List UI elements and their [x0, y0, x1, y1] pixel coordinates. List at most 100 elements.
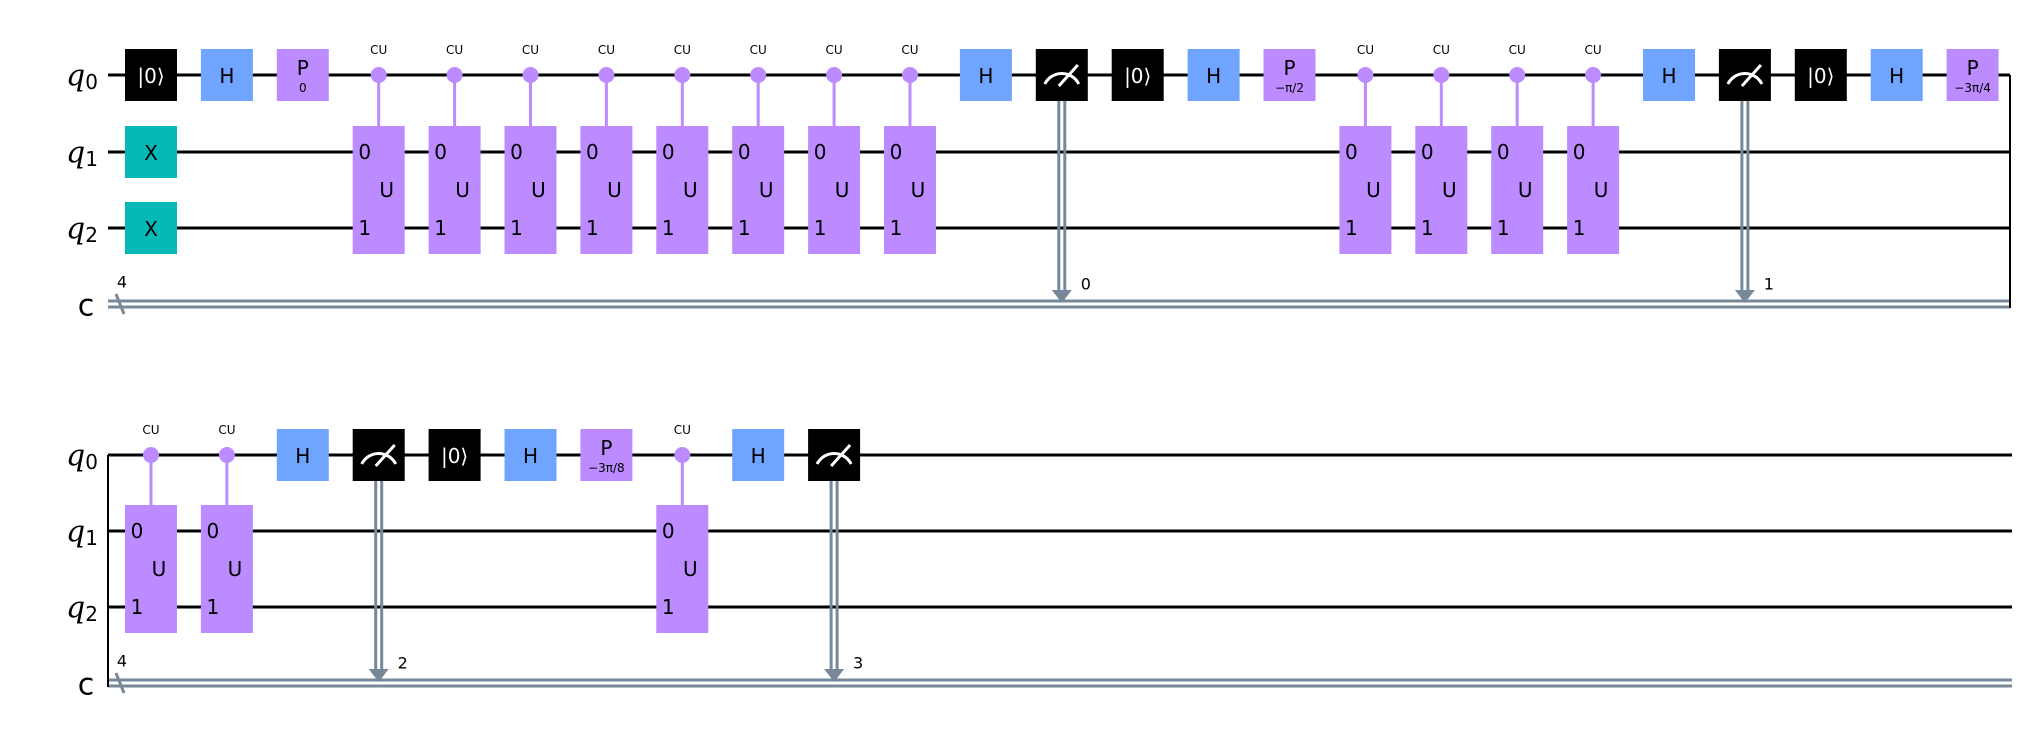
phase-gate-label: P	[297, 56, 309, 80]
cu-target-index-1: 1	[510, 216, 523, 240]
measure-gate-box[interactable]	[352, 429, 405, 481]
control-dot	[674, 447, 691, 463]
measure-gate[interactable]: 0	[1035, 49, 1091, 303]
phase-gate-box[interactable]	[1946, 49, 1999, 101]
control-dot	[1357, 67, 1374, 83]
reset-gate-box[interactable]	[1111, 49, 1164, 101]
cu-target-index-0: 0	[662, 140, 675, 164]
hadamard-gate[interactable]: H	[1187, 49, 1240, 101]
hadamard-gate-label: H	[978, 64, 993, 88]
phase-gate-box[interactable]	[276, 49, 329, 101]
phase-gate[interactable]: P−3π/8	[580, 429, 633, 481]
measure-gate[interactable]: 1	[1718, 49, 1774, 303]
cu-target-index-1: 1	[586, 216, 599, 240]
cu-gate-body[interactable]	[1491, 126, 1544, 254]
hadamard-gate-box[interactable]	[1643, 49, 1695, 101]
classical-register-label: c	[78, 289, 95, 324]
cu-gate-body[interactable]	[884, 126, 936, 254]
cu-target-index-1: 1	[131, 595, 144, 619]
cu-gate-body[interactable]	[504, 126, 557, 254]
hadamard-gate-box[interactable]	[732, 429, 785, 481]
reset-gate-box[interactable]	[125, 49, 177, 101]
hadamard-gate[interactable]: H	[1643, 49, 1695, 101]
cu-gate-body[interactable]	[125, 505, 177, 633]
measure-gate-box[interactable]	[1035, 49, 1088, 101]
reset-gate[interactable]: |0⟩	[1794, 49, 1847, 101]
cu-gate-body[interactable]	[352, 126, 405, 254]
hadamard-gate-box[interactable]	[504, 429, 557, 481]
classical-width-label: 4	[117, 652, 127, 671]
phase-gate-box[interactable]	[580, 429, 633, 481]
cu-gate-body[interactable]	[732, 126, 785, 254]
phase-gate[interactable]: P0	[276, 49, 329, 101]
measure-gate-box[interactable]	[1718, 49, 1771, 101]
cu-gate-body[interactable]	[808, 126, 861, 254]
reset-gate[interactable]: |0⟩	[125, 49, 177, 101]
control-dot	[370, 67, 387, 83]
meter-icon	[360, 451, 398, 465]
measure-cbit-index: 0	[1081, 275, 1091, 294]
hadamard-gate[interactable]: H	[1870, 49, 1923, 101]
cu-gate-name: U	[152, 557, 167, 581]
hadamard-gate[interactable]: H	[732, 429, 785, 481]
cu-gate-name: U	[379, 178, 394, 202]
hadamard-gate-box[interactable]	[959, 49, 1012, 101]
measure-gate[interactable]: 2	[352, 429, 408, 682]
hadamard-gate[interactable]: H	[276, 429, 329, 481]
cu-gate-body[interactable]	[428, 126, 481, 254]
cu-gate-body[interactable]	[1339, 126, 1392, 254]
hadamard-gate-box[interactable]	[1870, 49, 1923, 101]
reset-gate[interactable]: |0⟩	[1111, 49, 1164, 101]
reset-gate-label: |0⟩	[441, 444, 468, 468]
hadamard-gate-box[interactable]	[276, 429, 329, 481]
x-gate-box[interactable]	[125, 202, 177, 254]
phase-gate[interactable]: P−π/2	[1263, 49, 1316, 101]
cu-gate-body[interactable]	[200, 505, 253, 633]
hadamard-gate[interactable]: H	[200, 49, 253, 101]
reset-gate[interactable]: |0⟩	[428, 429, 481, 481]
cu-target-index-1: 1	[1345, 216, 1358, 240]
hadamard-gate[interactable]: H	[504, 429, 557, 481]
control-dot	[598, 67, 615, 83]
x-gate[interactable]: X	[125, 126, 177, 178]
reset-gate-box[interactable]	[428, 429, 481, 481]
x-gate[interactable]: X	[125, 202, 177, 254]
phase-gate-param: −3π/8	[588, 461, 625, 475]
measure-gate[interactable]: 3	[808, 429, 863, 682]
cu-gate-name: U	[1518, 178, 1533, 202]
hadamard-gate-box[interactable]	[200, 49, 253, 101]
register-bundle-slash	[114, 293, 126, 315]
phase-gate-box[interactable]	[1263, 49, 1316, 101]
meter-needle-icon	[1740, 63, 1763, 88]
cu-gate-body[interactable]	[1567, 126, 1620, 254]
hadamard-gate[interactable]: H	[959, 49, 1012, 101]
phase-gate[interactable]: P−3π/4	[1946, 49, 1999, 101]
measure-gate-box[interactable]	[808, 429, 861, 481]
x-gate-box[interactable]	[125, 126, 177, 178]
cu-gate-body[interactable]	[580, 126, 633, 254]
measure-cbit-index: 1	[1764, 275, 1774, 294]
cu-target-index-1: 1	[1421, 216, 1434, 240]
cu-gate-body[interactable]	[656, 126, 709, 254]
reset-gate-box[interactable]	[1794, 49, 1847, 101]
hadamard-gate-box[interactable]	[1187, 49, 1240, 101]
cu-gate-body[interactable]	[1415, 126, 1468, 254]
cu-gate-body[interactable]	[656, 505, 709, 633]
cu-target-index-0: 0	[1573, 140, 1586, 164]
